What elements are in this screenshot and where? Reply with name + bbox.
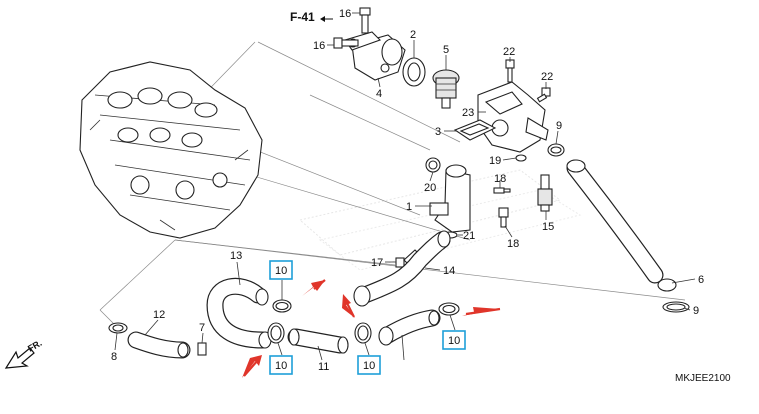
bolt-16-a <box>359 7 371 34</box>
highlighted-callout-label: 10 <box>275 360 287 372</box>
callout-label: 16 <box>339 8 351 20</box>
callout-label: 16 <box>313 40 325 52</box>
highlighted-callout[interactable]: 10 <box>269 260 293 280</box>
highlighted-callout-label: 10 <box>448 335 460 347</box>
clamp-10-a <box>272 299 292 313</box>
o-ring-20 <box>425 157 441 173</box>
callout-label: 9 <box>693 305 699 317</box>
hose-6 <box>566 159 677 292</box>
callout-label: 6 <box>698 274 704 286</box>
sensor-15 <box>537 174 553 212</box>
callout-label: 18 <box>494 173 506 185</box>
callout-label: 17 <box>371 257 383 269</box>
bolt-18-a <box>493 187 511 194</box>
engine-block <box>79 61 263 239</box>
callout-label: 15 <box>542 221 554 233</box>
callout-label: 4 <box>376 88 382 100</box>
clamp-9-bottom <box>662 301 690 313</box>
callout-label: 22 <box>541 71 553 83</box>
callout-label: 13 <box>230 250 242 262</box>
callout-label: 3 <box>435 126 441 138</box>
red-arrow-d <box>462 307 501 316</box>
callout-label: 12 <box>153 309 165 321</box>
bolt-18-b <box>498 207 509 228</box>
thermostat-cover <box>344 31 406 81</box>
clamp-9-top <box>547 143 565 157</box>
callout-label: 19 <box>489 155 501 167</box>
callout-label: 7 <box>199 322 205 334</box>
gasket-3 <box>453 119 497 141</box>
callout-label: 5 <box>443 44 449 56</box>
clamp-8-b <box>197 342 207 356</box>
red-arrows <box>242 279 501 378</box>
callout-label: 22 <box>503 46 515 58</box>
washer-19 <box>515 154 527 162</box>
bolt-22-b <box>536 87 551 103</box>
highlighted-callout-label: 10 <box>363 360 375 372</box>
callout-label: 8 <box>111 351 117 363</box>
callout-label: 9 <box>556 120 562 132</box>
bolt-17 <box>395 249 419 268</box>
o-ring-2 <box>402 57 426 87</box>
leader-lines <box>114 12 696 361</box>
water-joint-1 <box>429 164 471 233</box>
callout-label: 20 <box>424 182 436 194</box>
red-arrow-c <box>342 294 355 318</box>
highlighted-callout[interactable]: 10 <box>357 355 381 375</box>
diagram-code: MKJEE2100 <box>675 373 731 384</box>
clamp-10-b <box>267 322 285 344</box>
highlighted-callout-label: 10 <box>275 265 287 277</box>
clamp-10-d <box>438 302 460 316</box>
clamp-10-c <box>354 322 372 344</box>
thermostat-5 <box>432 69 460 109</box>
callout-label: 23 <box>462 107 474 119</box>
reference-arrow-icon <box>320 16 333 22</box>
hose-13 <box>206 277 272 349</box>
reference-label: F-41 <box>290 10 315 24</box>
red-arrow-a <box>302 279 326 296</box>
callout-label: 11 <box>318 361 329 373</box>
callout-label: 2 <box>410 29 416 41</box>
pump-housing <box>477 81 549 153</box>
red-arrow-b <box>242 355 262 378</box>
highlighted-callout[interactable]: 10 <box>269 355 293 375</box>
hose-14 <box>353 230 451 307</box>
callout-label: 1 <box>406 201 412 213</box>
callout-label: 18 <box>507 238 519 250</box>
pipe-7 <box>287 328 349 354</box>
clamp-8-a <box>108 322 128 334</box>
hose-11 <box>378 309 441 346</box>
bolt-16-b <box>333 37 359 49</box>
hose-12 <box>127 331 191 359</box>
highlighted-callout[interactable]: 10 <box>442 330 466 350</box>
bolt-22-a <box>505 59 515 83</box>
callout-label: 21 <box>463 230 475 242</box>
front-direction-arrow-icon <box>4 347 35 369</box>
callout-label: 14 <box>443 265 455 277</box>
front-direction-label: FR. <box>26 338 44 354</box>
